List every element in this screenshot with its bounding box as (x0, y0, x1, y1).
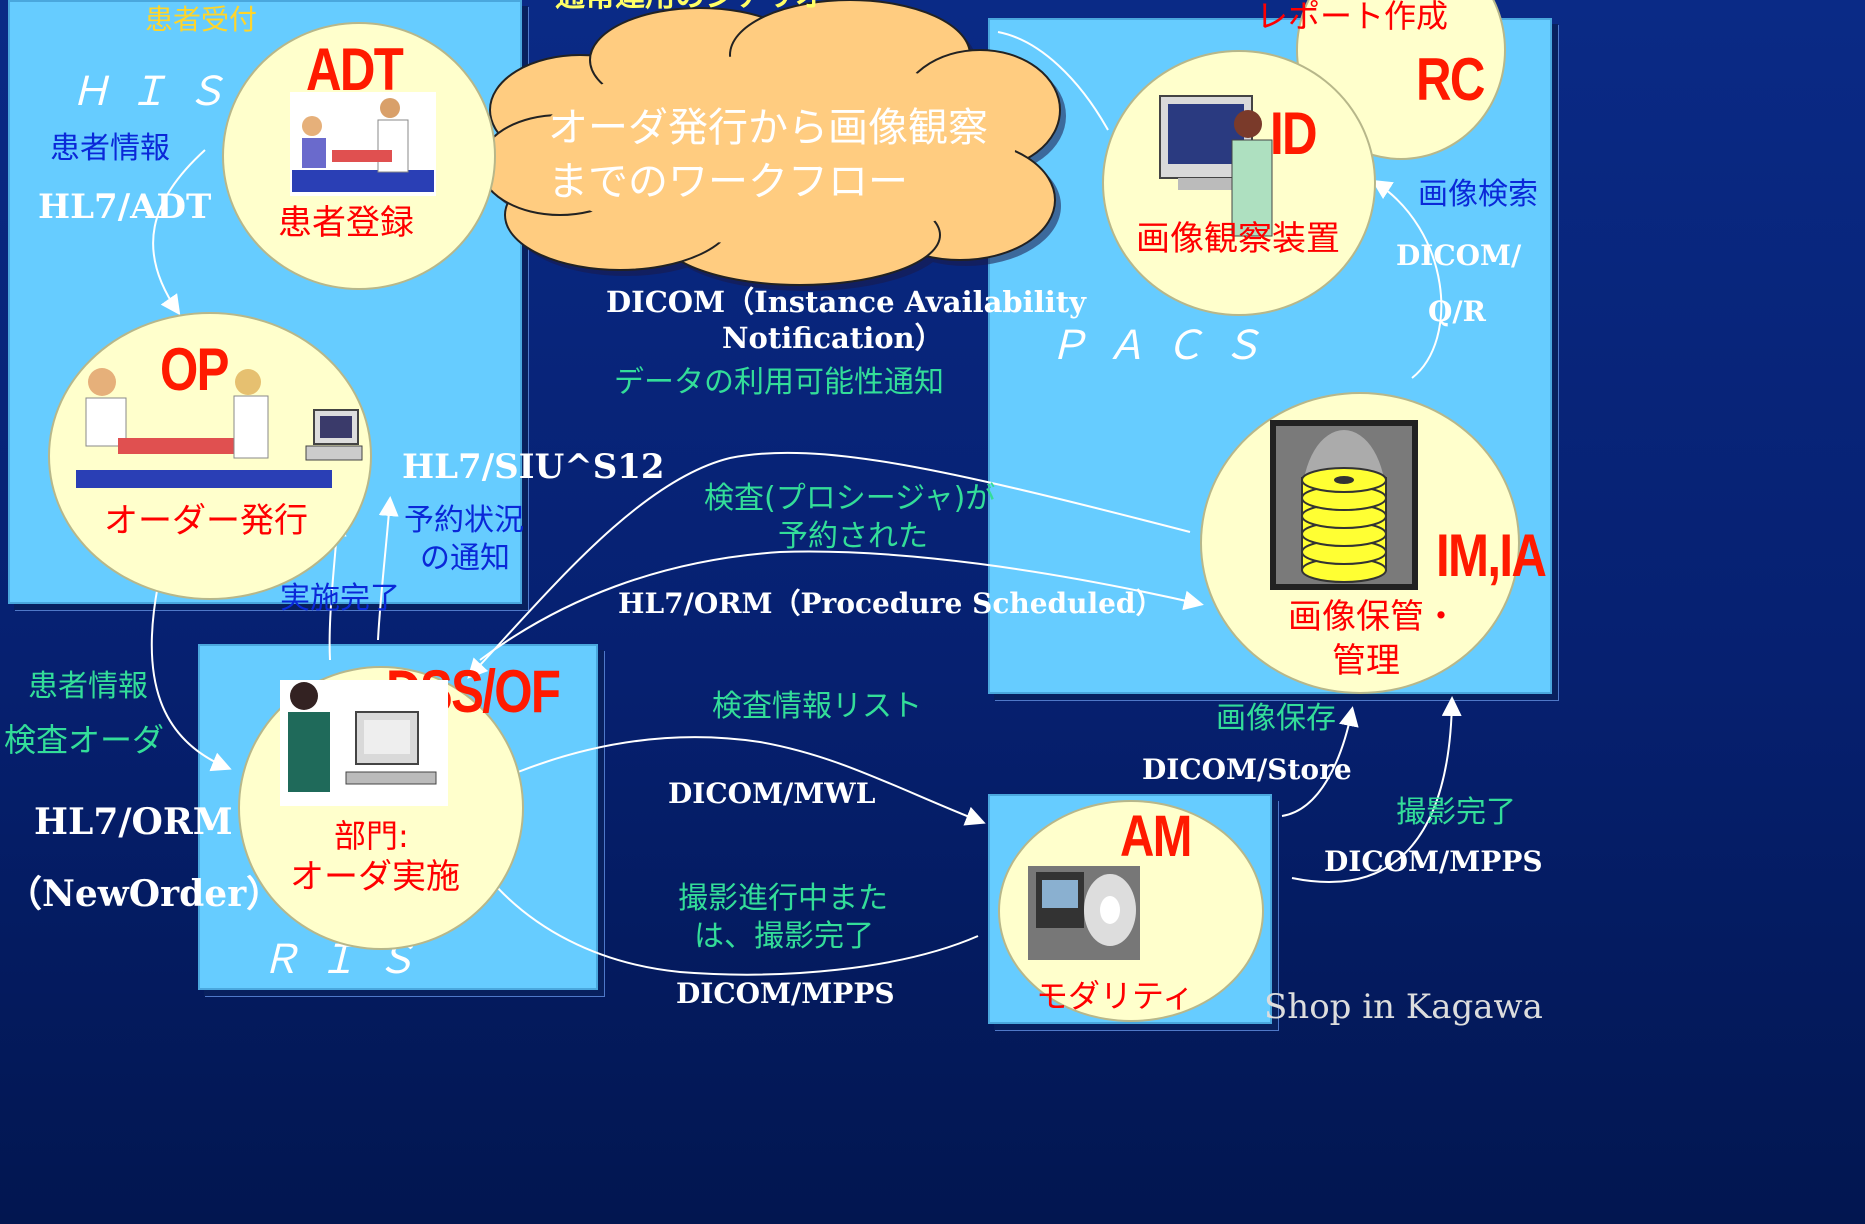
hl7-adt-desc: 患者情報 (50, 131, 170, 166)
dicom-qr-line1: DICOM/ (1396, 239, 1522, 272)
store-desc: 画像保存 (1216, 701, 1336, 736)
actor-op-code: OP (160, 336, 229, 403)
mpps-desc-left-line1: 撮影進行中また (678, 881, 888, 916)
arrow-adt-to-op (152, 149, 206, 316)
dicom-ian-line2: Notification） (722, 321, 944, 355)
hl7-orm-neworder: （NewOrder） (6, 873, 283, 915)
qr-desc: 画像検索 (1418, 177, 1538, 212)
arrow-op-to-dss (150, 584, 232, 772)
arrow-id-to-cloud (997, 31, 1109, 131)
arrow-im-to-id-qr (1371, 179, 1443, 379)
arrow-dss-to-im (479, 550, 1204, 661)
hl7-orm-scheduled-label: HL7/ORM（Procedure Scheduled） (618, 587, 1164, 620)
dicom-ian-line1: DICOM（Instance Availability (606, 285, 1086, 319)
actor-im-label-line2: 管理 (1332, 641, 1400, 681)
mpps-desc-left-line2: は、撮影完了 (694, 919, 874, 954)
actor-id-code: ID (1270, 100, 1318, 167)
arrow-im-to-dss (467, 451, 1191, 679)
actor-dss-label-line2: オーダ実施 (290, 857, 460, 897)
actor-im-code: IM,IA (1436, 522, 1547, 589)
actor-id-label: 画像観察装置 (1136, 219, 1340, 259)
scheduled-desc-line2: 予約された (778, 519, 928, 554)
dicom-mwl-label: DICOM/MWL (668, 777, 876, 810)
arrow-dss-to-op-siu (377, 496, 399, 641)
hl7-siu-label: HL7/SIU^S12 (402, 447, 665, 487)
arrow-am-to-dss (479, 866, 979, 976)
actor-adt-label: 患者登録 (278, 203, 414, 243)
actor-am-label: モダリティ (1036, 977, 1195, 1015)
pacs-label: ＰＡＣＳ (1048, 323, 1280, 369)
cloud-title-line1: オーダ発行から画像観察 (548, 105, 988, 151)
done-desc: 実施完了 (280, 581, 400, 616)
footer-credit: Shop in Kagawa (1264, 987, 1543, 1027)
cloud-header-partial: 通常運用のシナリオ (555, 0, 825, 12)
dicom-mpps-right-label: DICOM/MPPS (1324, 845, 1543, 878)
his-label: ＨＩＳ (70, 69, 244, 115)
arrow-am-to-im-mpps (1291, 696, 1462, 883)
order-desc-line1: 患者情報 (28, 669, 148, 704)
arrow-dss-to-am (517, 736, 986, 826)
rc-top-note: レポート作成 (1256, 0, 1449, 35)
dicom-store-label: DICOM/Store (1142, 753, 1352, 786)
actor-rc-code: RC (1416, 46, 1485, 113)
actor-adt-code: ADT (306, 36, 404, 103)
dicom-ian-desc: データの利用可能性通知 (614, 365, 944, 400)
mpps-desc-right: 撮影完了 (1396, 795, 1516, 830)
scheduled-desc-line1: 検査(プロシージャ)が (704, 481, 996, 516)
actor-dss-label-line1: 部門: (334, 817, 409, 855)
actor-am-code: AM (1120, 804, 1192, 869)
hl7-adt-label: HL7/ADT (38, 187, 212, 227)
mwl-desc: 検査情報リスト (712, 689, 922, 724)
siu-desc-line1: 予約状況 (404, 503, 524, 538)
adt-top-note: 患者受付 (145, 3, 258, 36)
actor-im-label-line1: 画像保管・ (1288, 597, 1458, 637)
order-desc-line2: 検査オーダ (4, 721, 165, 759)
dicom-mpps-left-label: DICOM/MPPS (676, 977, 895, 1010)
arrow-am-to-im-store (1281, 706, 1359, 817)
hl7-orm-label: HL7/ORM (34, 801, 233, 843)
dicom-qr-line2: Q/R (1428, 295, 1486, 328)
cloud-title-line2: までのワークフロー (548, 159, 908, 205)
siu-desc-line2: の通知 (420, 541, 510, 576)
actor-op-label: オーダー発行 (104, 501, 308, 541)
